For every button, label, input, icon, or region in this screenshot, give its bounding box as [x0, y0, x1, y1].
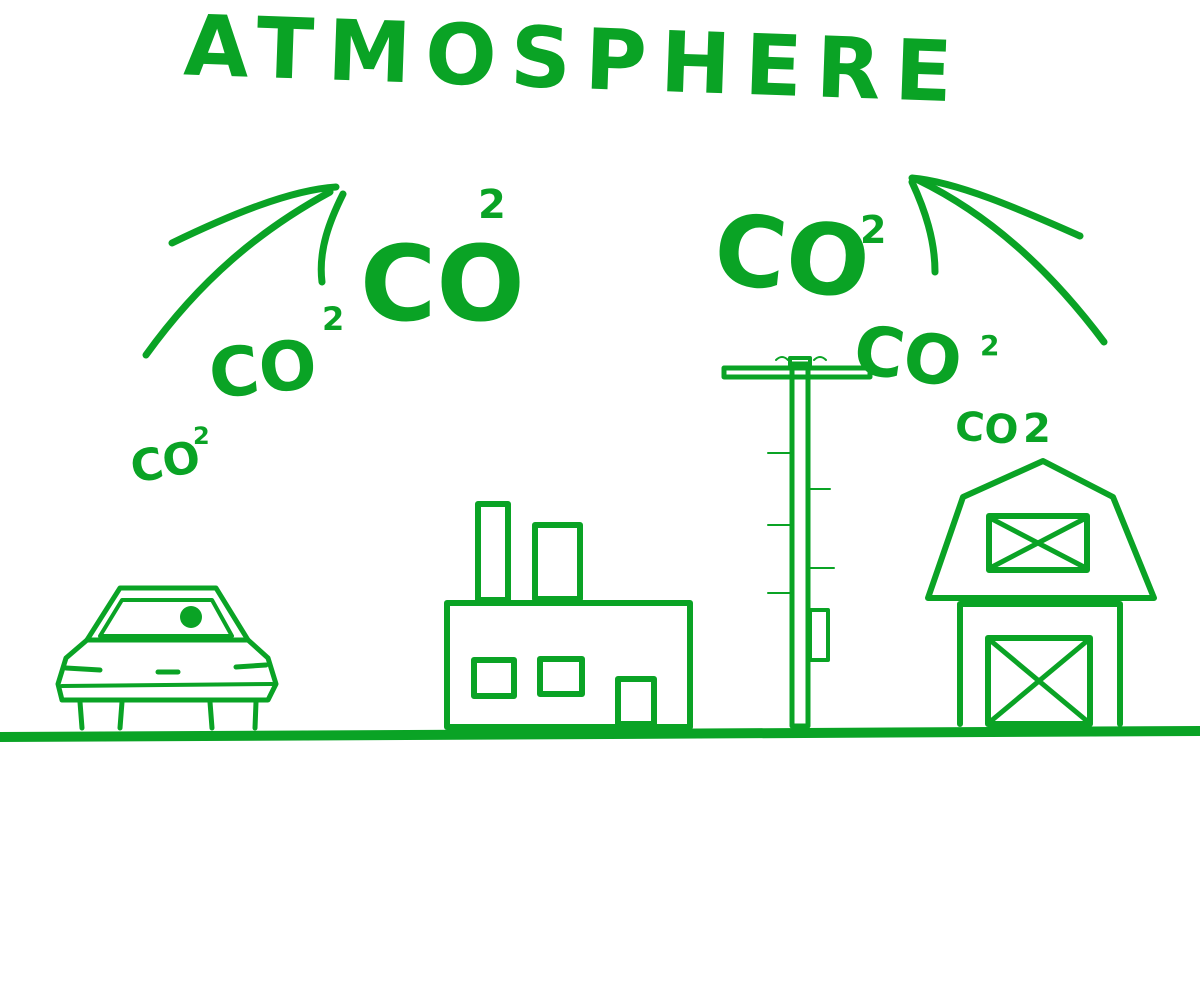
power-pole-box	[808, 608, 830, 662]
co2-subscript: 2	[860, 208, 886, 252]
car-wheel-left-a	[77, 699, 85, 731]
co2-base: CO	[205, 325, 320, 415]
barn-door	[985, 635, 1093, 727]
barn	[925, 458, 1157, 727]
car-wheel-left-b	[117, 699, 125, 731]
co2-base: CO	[360, 223, 525, 345]
power-pole-shaft	[789, 361, 811, 729]
co2-label-car-large: CO 2	[360, 182, 525, 345]
barn-hayloft-window	[986, 513, 1090, 573]
co2-subscript: 2	[980, 329, 999, 362]
power-pole	[721, 356, 873, 729]
co2-base: CO	[954, 404, 1020, 454]
car-roof	[84, 585, 251, 643]
co2-label-tower-medium: CO 2	[849, 311, 999, 404]
factory	[444, 501, 693, 730]
co2-subscript: 2	[478, 182, 506, 228]
car-headlight-right	[233, 662, 269, 670]
car-headlight-left	[63, 665, 103, 673]
car	[55, 585, 279, 731]
right-arrow-shaft	[914, 176, 1108, 346]
factory-building	[444, 600, 693, 730]
co2-base: CO	[127, 431, 205, 493]
left-arrow-shaft	[142, 188, 334, 359]
co2-base: CO	[709, 192, 875, 322]
co2-subscript: 2	[322, 300, 344, 338]
co2-subscript: 2	[193, 422, 210, 450]
ground-line	[0, 726, 1200, 742]
left-arrow	[142, 183, 347, 359]
factory-window-left	[471, 657, 517, 699]
left-arrow-head-top	[168, 183, 340, 247]
driver-head	[180, 606, 202, 628]
power-pole-steps	[767, 452, 835, 594]
barn-door-cross	[988, 638, 1090, 724]
car-windshield	[98, 598, 234, 638]
co2-subscript: 2	[1023, 406, 1051, 452]
co2-base: CO	[849, 311, 967, 404]
atmosphere-title: ATMOSPHERE	[182, 0, 968, 122]
car-wheel-right-a	[207, 699, 215, 731]
right-arrow-head-side	[908, 178, 939, 276]
co2-label-barn-small: CO 2	[954, 404, 1051, 454]
factory-chimney-left	[475, 501, 511, 603]
car-body	[55, 637, 279, 703]
right-arrow	[908, 174, 1108, 346]
right-arrow-head-top	[908, 174, 1084, 240]
left-arrow-head-side	[317, 190, 347, 286]
factory-door	[615, 676, 657, 727]
barn-roof	[925, 458, 1157, 601]
power-pole-insulators	[775, 356, 827, 361]
barn-walls	[957, 601, 1123, 727]
barn-hayloft-cross	[989, 516, 1087, 570]
car-grille-line	[60, 682, 274, 688]
co2-label-car-small: CO 2	[127, 422, 210, 494]
factory-window-right	[537, 656, 585, 697]
factory-chimney-right	[532, 522, 583, 602]
co2-label-tower-large: CO 2	[709, 192, 887, 322]
co2-label-car-medium: CO 2	[205, 300, 344, 415]
car-wheel-right-b	[252, 699, 259, 731]
